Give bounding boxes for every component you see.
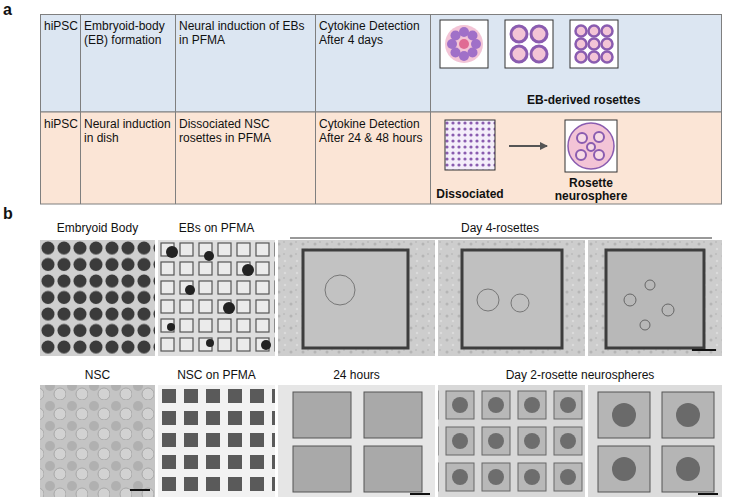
node-text: hiPSC xyxy=(44,117,76,131)
schematic-item: Dissociated xyxy=(432,116,508,202)
table-cell: Embryoid-body (EB) formation xyxy=(80,14,175,112)
process-arrow xyxy=(509,145,547,147)
table-cell: Dissociated NSC rosettes in PFMA xyxy=(175,112,315,204)
node-text: EBs on PFMA xyxy=(158,221,275,235)
node-text: Neural induction of EBs in PFMA xyxy=(179,19,311,48)
micrographs xyxy=(40,238,722,497)
node-text: Embryoid Body xyxy=(40,221,155,235)
panel-letter: a xyxy=(3,0,23,19)
table-cell: Neural induction of EBs in PFMA xyxy=(175,14,315,112)
group-title: Day 4-rosettes xyxy=(278,221,722,235)
table-cell: Cytokine Detection After 24 & 48 hours xyxy=(315,112,430,204)
table-cell: Cytokine Detection After 4 days xyxy=(315,14,430,112)
schematic-panel: EB-derived rosettes xyxy=(432,16,720,110)
table-cell: hiPSC xyxy=(40,112,80,204)
table-cell: hiPSC xyxy=(40,14,80,112)
group-title: Day 2-rosette neurospheres xyxy=(438,368,722,382)
table-cell: Neural induction in dish xyxy=(80,112,175,204)
micrograph-panel: 24 hours xyxy=(278,368,435,497)
node-text: Cytokine Detection After 4 days xyxy=(319,19,426,48)
schematic-item: Rosette neurosphere xyxy=(548,116,634,204)
node-text: 24 hours xyxy=(278,368,435,382)
micrograph-panel: Embryoid Body xyxy=(40,221,155,356)
panel-letter: b xyxy=(3,204,23,223)
micrograph-panel: NSC on PFMA xyxy=(158,368,275,497)
node-text: Dissociated xyxy=(436,188,503,201)
table-bands xyxy=(41,15,722,205)
node-text: NSC on PFMA xyxy=(158,368,275,382)
node-text: NSC xyxy=(40,368,155,382)
node-text: Dissociated NSC rosettes in PFMA xyxy=(179,117,311,146)
node-text: Neural induction in dish xyxy=(84,117,171,146)
micrograph-panel: NSC xyxy=(40,368,155,497)
node-text: EB-derived rosettes xyxy=(527,93,640,107)
node-text: Cytokine Detection After 24 & 48 hours xyxy=(319,117,426,146)
node-text: hiPSC xyxy=(44,19,76,33)
micrograph-panel: EBs on PFMA xyxy=(158,221,275,356)
node-text: Rosette neurosphere xyxy=(548,177,634,203)
node-text: Embryoid-body (EB) formation xyxy=(84,19,171,48)
